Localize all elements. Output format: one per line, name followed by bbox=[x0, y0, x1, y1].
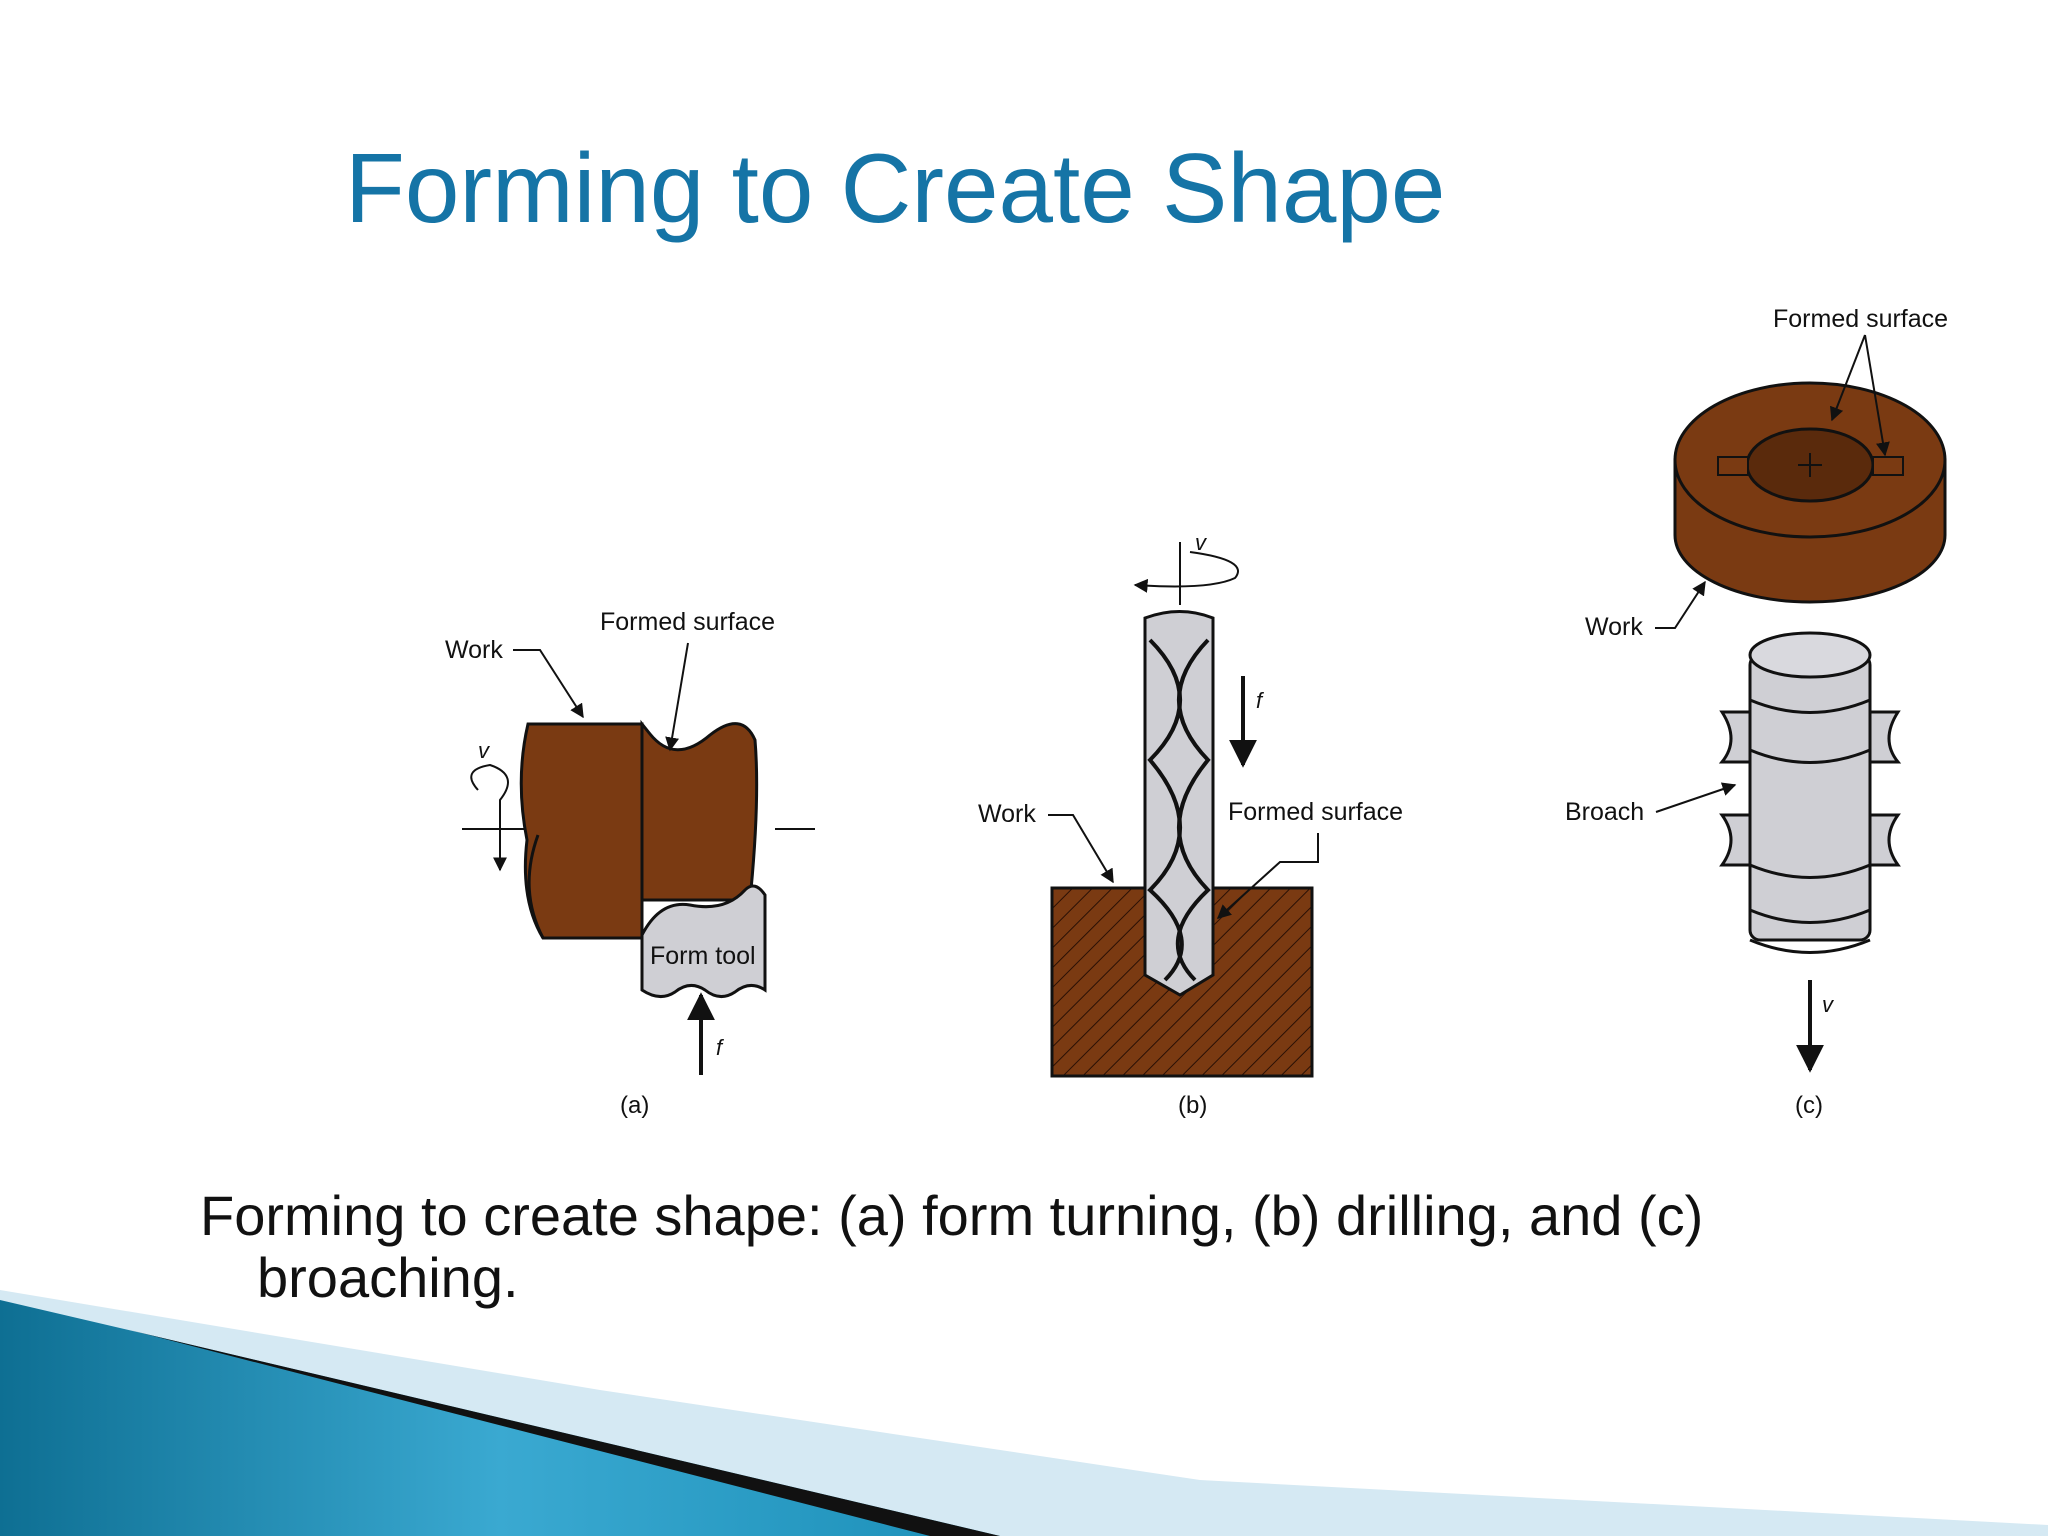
velocity-label-b: v bbox=[1195, 530, 1208, 555]
sublabel-b: (b) bbox=[1178, 1092, 1207, 1119]
sublabel-a: (a) bbox=[620, 1092, 649, 1119]
formed-surface-label-c: Formed surface bbox=[1773, 305, 1948, 333]
sublabel-c: (c) bbox=[1795, 1092, 1823, 1119]
form-tool bbox=[640, 884, 767, 998]
work-label-a: Work bbox=[445, 636, 503, 664]
panel-b-drilling: v f Work Formed surface (b) bbox=[978, 530, 1403, 1119]
feed-label-a: f bbox=[716, 1035, 725, 1060]
work-label-b: Work bbox=[978, 800, 1036, 828]
feed-label-b: f bbox=[1256, 688, 1265, 713]
rotation-arrow-a bbox=[470, 763, 509, 872]
formed-surface-label-b: Formed surface bbox=[1228, 798, 1403, 826]
slide-title: Forming to Create Shape bbox=[345, 133, 1446, 243]
broach-tool bbox=[1718, 631, 1902, 954]
broach-label: Broach bbox=[1565, 798, 1644, 826]
footer-decoration bbox=[0, 1290, 2048, 1536]
work-label-c: Work bbox=[1585, 613, 1643, 641]
figure-caption: Forming to create shape: (a) form turnin… bbox=[200, 1184, 1704, 1309]
work-a-end bbox=[527, 834, 545, 939]
formed-surface-label-a: Formed surface bbox=[600, 608, 775, 636]
form-tool-label: Form tool bbox=[650, 942, 756, 970]
work-a-cylinder bbox=[519, 722, 644, 940]
rotation-arrow-b bbox=[1133, 551, 1239, 593]
work-a-formed-section bbox=[640, 719, 759, 902]
velocity-label-a: v bbox=[478, 738, 491, 763]
velocity-label-c: v bbox=[1822, 992, 1835, 1017]
panel-a-form-turning: Form tool f v Work Formed surface (a) bbox=[445, 608, 815, 1119]
panel-c-broaching: v Formed surface Work Broach (c) bbox=[1565, 305, 1948, 1119]
